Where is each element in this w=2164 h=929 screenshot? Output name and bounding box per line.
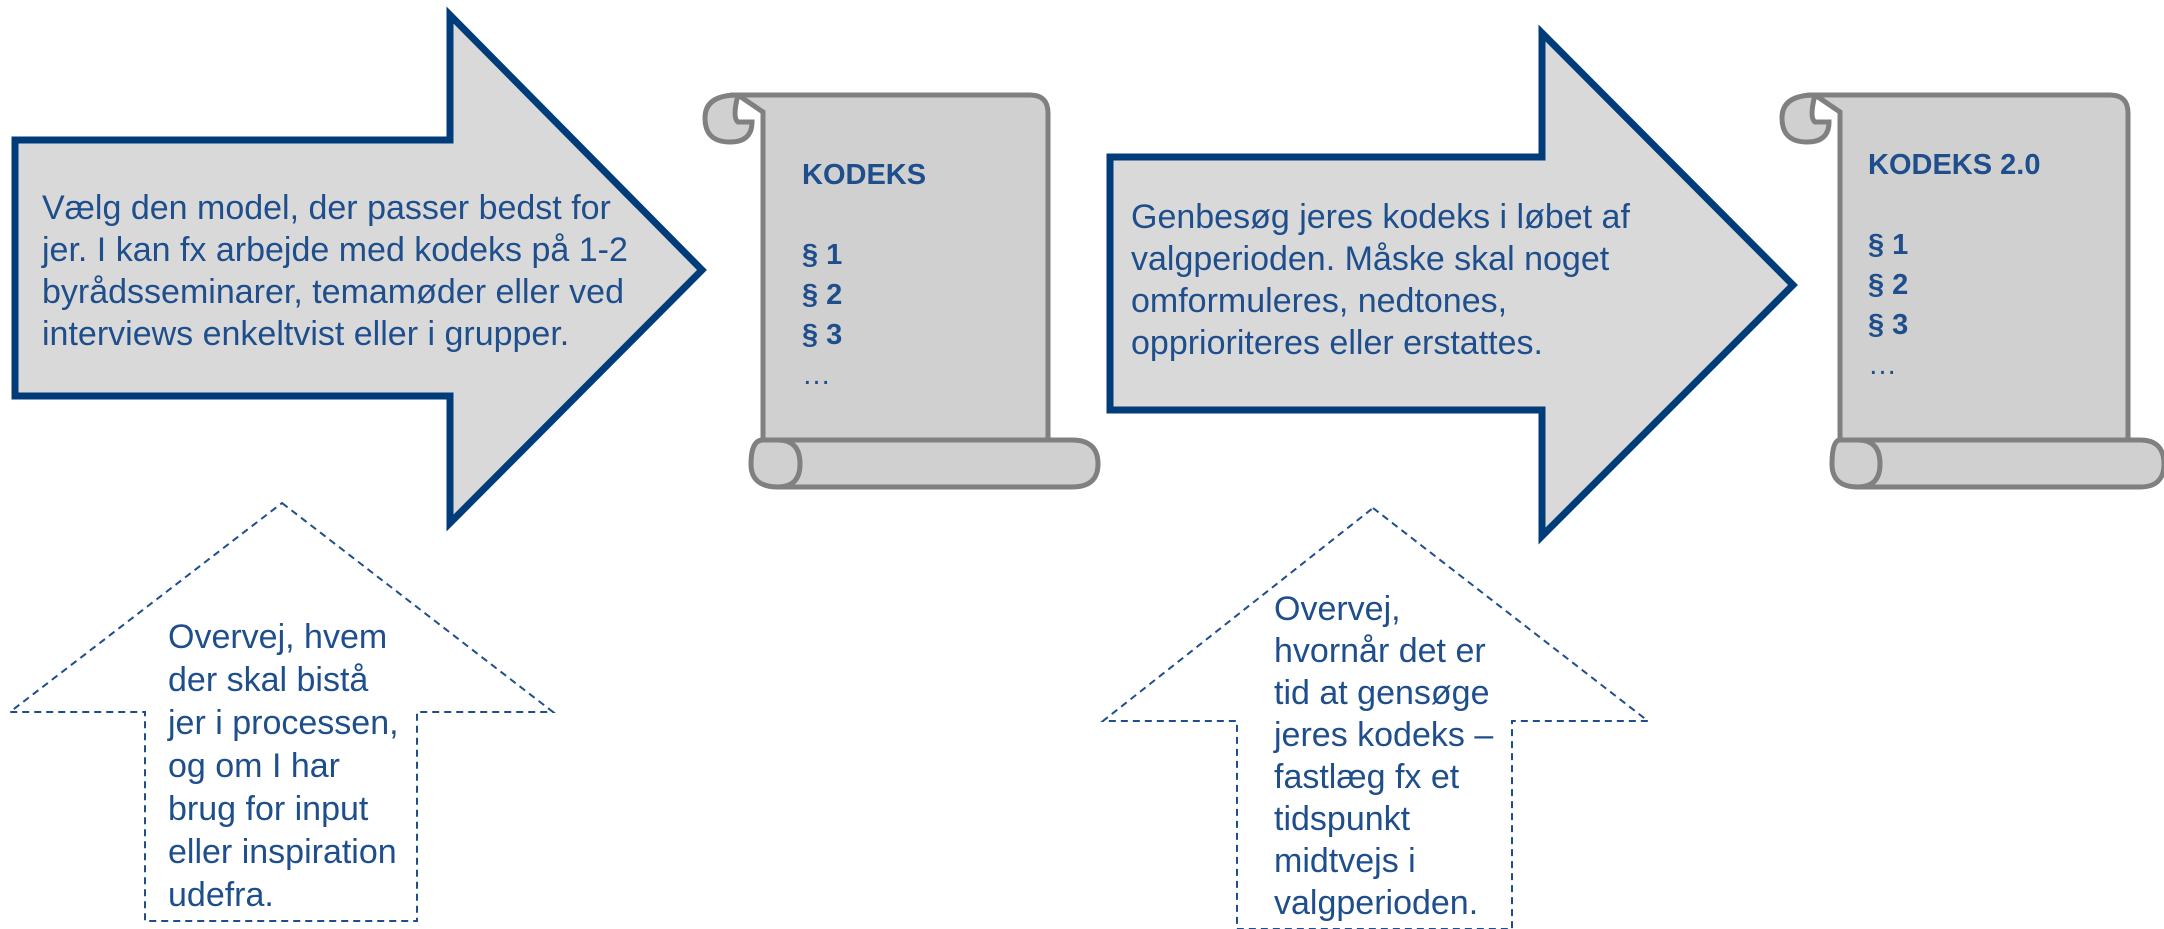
scroll2-ellipsis: … <box>1868 349 1897 381</box>
tip1-arrow <box>7 501 556 922</box>
step2-text: Genbesøg jeres kodeks i løbet af valgper… <box>1131 198 1630 362</box>
scroll2-item-1: § 1 <box>1868 229 1909 261</box>
scroll2-content: KODEKS 2.0 § 1 § 2 § 3 … <box>1868 145 2108 385</box>
step2-arrow <box>1106 24 1798 545</box>
tip1-text: Overvej, hvem der skal bistå jer i proce… <box>168 618 399 914</box>
scroll1-content: KODEKS § 1 § 2 § 3 … <box>802 155 1032 395</box>
scroll2-shape <box>1779 92 2164 490</box>
step1-arrow <box>11 6 707 532</box>
scroll2-item-2: § 2 <box>1868 269 1909 301</box>
scroll2-item-3: § 3 <box>1868 309 1909 341</box>
tip2-arrow <box>1100 506 1651 929</box>
scroll1-item-3: § 3 <box>802 319 843 351</box>
scroll1-title: KODEKS <box>802 159 927 191</box>
scroll1-ellipsis: … <box>802 359 831 391</box>
scroll1-shape <box>702 92 1101 490</box>
step1-text: Vælg den model, der passer bedst for jer… <box>42 189 628 353</box>
scroll1-item-2: § 2 <box>802 279 843 311</box>
scroll1-item-1: § 1 <box>802 239 843 271</box>
tip2-text: Overvej, hvornår det er tid at gensøge j… <box>1274 590 1494 922</box>
scroll2-title: KODEKS 2.0 <box>1868 149 2041 181</box>
